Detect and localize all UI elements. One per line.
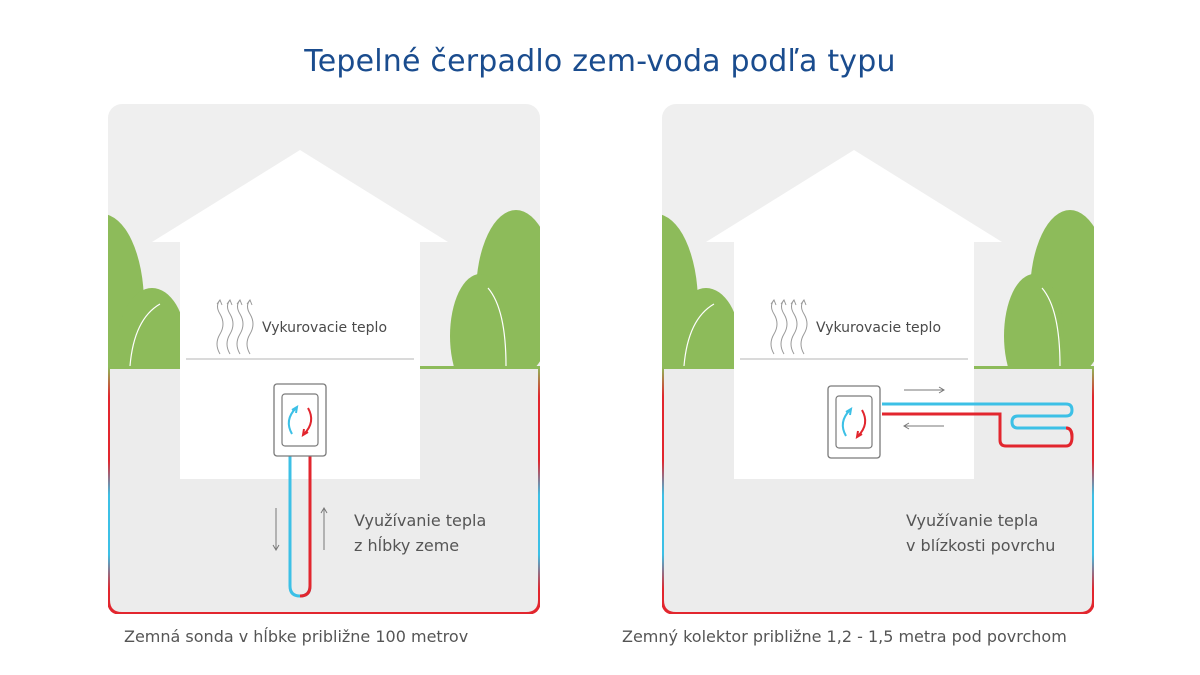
- arrow-down-icon: [272, 508, 280, 551]
- ground-probe-diagram: [108, 104, 540, 614]
- house: [152, 150, 448, 479]
- heat-wave-icon: [216, 298, 254, 355]
- arrow-right-icon: [904, 386, 945, 394]
- arrow-up-icon: [320, 507, 328, 550]
- heat-pump-unit: [827, 385, 881, 459]
- heat-wave-icon: [770, 298, 808, 355]
- ground-collector-loop: [882, 402, 1074, 448]
- heat-pump-cycle-icon: [841, 407, 867, 439]
- caption-ground-probe: Zemná sonda v hĺbke približne 100 metrov: [124, 627, 469, 646]
- panel-ground-collector: Vykurovacie teplo Využívanie tepla v blí…: [662, 104, 1094, 614]
- usage-label-line2: v blízkosti povrchu: [906, 536, 1056, 555]
- heating-heat-label: Vykurovacie teplo: [816, 320, 942, 336]
- panel-ground-probe: Vykurovacie teplo Využívanie tepla z hĺb…: [108, 104, 540, 614]
- heat-pump-unit: [273, 383, 327, 457]
- page-title: Tepelné čerpadlo zem-voda podľa typu: [304, 44, 896, 79]
- usage-label-line2: z hĺbky zeme: [354, 536, 460, 555]
- house: [706, 150, 1002, 479]
- arrow-left-icon: [903, 422, 944, 430]
- ground-collector-diagram: [662, 104, 1094, 614]
- usage-label-line1: Využívanie tepla: [354, 511, 487, 530]
- heating-heat-label: Vykurovacie teplo: [262, 320, 388, 336]
- usage-label-line1: Využívanie tepla: [906, 511, 1039, 530]
- heat-pump-cycle-icon: [287, 405, 313, 437]
- caption-ground-collector: Zemný kolektor približne 1,2 - 1,5 metra…: [622, 627, 1067, 646]
